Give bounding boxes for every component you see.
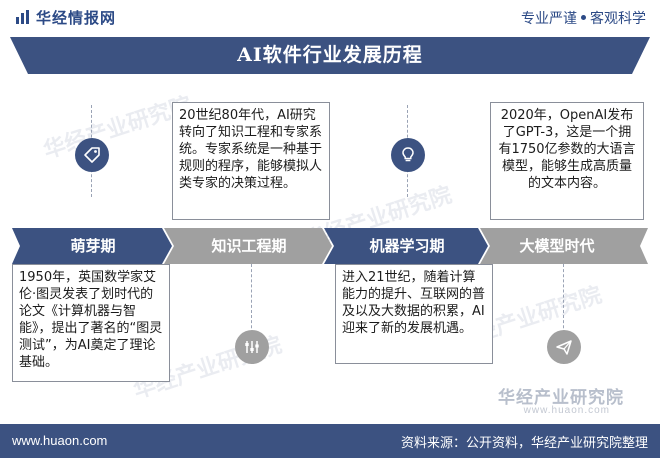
footer-url[interactable]: www.huaon.com [12, 433, 108, 448]
stage-icon-circle [547, 330, 581, 364]
title-bar: AI软件行业发展历程 [10, 37, 650, 74]
stage-description: 1950年，英国数学家艾伦·图灵发表了划时代的论文《计算机器与智能》，提出了著名… [12, 264, 170, 382]
stage-description: 2020年，OpenAI发布了GPT-3，这是一个拥有1750亿参数的大语言模型… [490, 102, 644, 220]
slogan: 专业严谨客观科学 [521, 8, 646, 28]
footer: www.huaon.com 资料来源：公开资料，华经产业研究院整理 [0, 424, 660, 458]
stage-icon-circle [391, 138, 425, 172]
connector-line [251, 264, 252, 364]
title-banner [10, 37, 650, 74]
stage-label: 大模型时代 [519, 236, 595, 255]
stage-label: 机器学习期 [369, 236, 445, 255]
footer-source: 资料来源：公开资料，华经产业研究院整理 [400, 436, 648, 451]
page-title: AI软件行业发展历程 [237, 44, 423, 66]
lightbulb-icon [402, 147, 414, 162]
stage-description: 进入21世纪，随着计算能力的提升、互联网的普及以及大数据的积累，AI迎来了新的发… [335, 264, 493, 364]
slogan-left: 专业严谨 [521, 11, 577, 27]
slogan-right: 客观科学 [590, 11, 646, 27]
watermark-url: www.huaon.com [523, 405, 610, 416]
stage-band: 萌芽期 知识工程期 机器学习期 大模型时代 [12, 228, 648, 264]
stage-label: 萌芽期 [70, 236, 116, 255]
band-shapes [12, 228, 648, 264]
paper-plane-icon [556, 340, 572, 355]
settings-sliders-icon [245, 341, 259, 353]
stage-icon-circle [235, 330, 269, 364]
tag-icon [84, 147, 100, 163]
stage-icon-circle [75, 138, 109, 172]
connector-line [563, 264, 564, 364]
dot-separator [581, 15, 586, 20]
watermark-brand: 华经产业研究院 [498, 388, 624, 408]
logo-text: 华经情报网 [36, 9, 117, 27]
logo-icon [16, 10, 29, 24]
stage-description: 20世纪80年代，AI研究转向了知识工程和专家系统。专家系统是一种基于规则的程序… [172, 102, 330, 220]
header: 华经情报网 专业严谨客观科学 [0, 0, 660, 32]
stage-label: 知识工程期 [211, 236, 287, 255]
timeline: 20世纪80年代，AI研究转向了知识工程和专家系统。专家系统是一种基于规则的程序… [0, 80, 660, 420]
